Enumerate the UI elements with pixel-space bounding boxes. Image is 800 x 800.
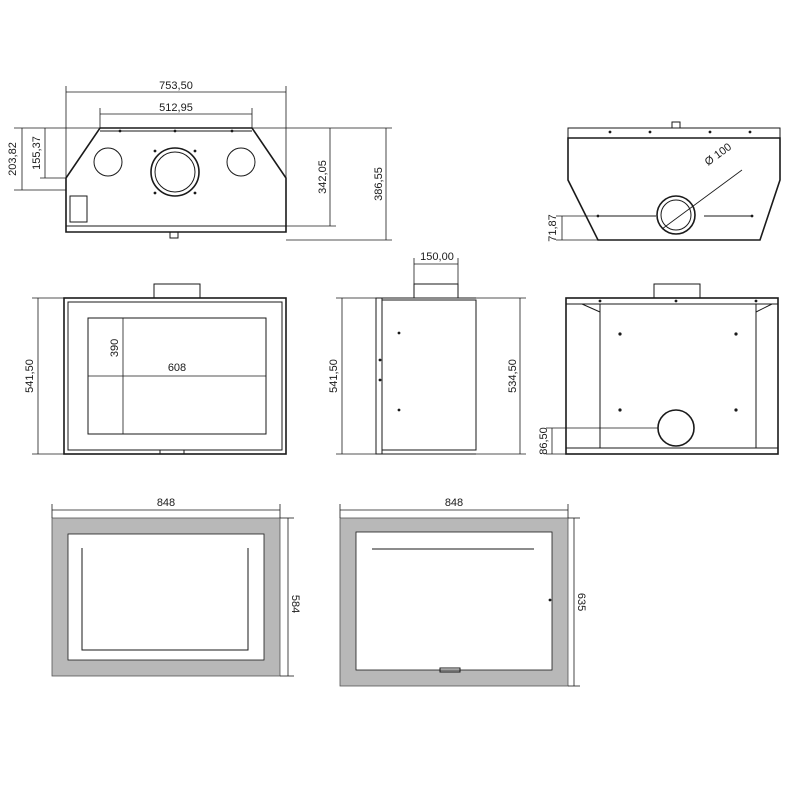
front-view: 608 390 541,50 [24, 283, 287, 455]
top-view-outline [65, 127, 287, 233]
frame-a-view: 848 584 [51, 497, 301, 677]
dim-glass-height: 390 [109, 339, 121, 357]
top-right-tab [671, 121, 681, 129]
screw-dot [118, 129, 122, 133]
top-right-view: Ø 100 71,87 [547, 121, 781, 242]
dim-front-height: 541,50 [24, 359, 36, 393]
side-view: 150,00 541,50 534,50 [328, 251, 526, 455]
left-vent-hole [93, 147, 123, 177]
front-handle [159, 449, 185, 455]
side-flue-collar [413, 283, 459, 299]
front-flue-collar [153, 283, 201, 299]
top-view: 753,50 512,95 203,82 155,37 342,05 386,5… [7, 80, 392, 241]
dim-side-height-left: 541,50 [328, 359, 340, 393]
screw-dot [193, 191, 197, 195]
side-body [381, 299, 477, 451]
dim-side-height-right: 534,50 [507, 359, 519, 393]
back-outer-frame [565, 297, 779, 455]
dim-top-left-inner-height: 155,37 [31, 136, 43, 170]
top-right-lid [567, 127, 781, 139]
top-right-body [567, 137, 781, 241]
dim-frame-b-height: 635 [575, 593, 587, 611]
frame-a-opening [67, 533, 265, 661]
back-flue-collar [653, 283, 701, 299]
right-vent-hole [226, 147, 256, 177]
outlet-pipe-outer [656, 195, 696, 235]
screw-dot [153, 149, 157, 153]
dim-side-flue-width: 150,00 [420, 251, 454, 263]
dim-glass-width: 608 [168, 362, 186, 374]
top-view-foot [169, 231, 179, 239]
dim-top-inner-width: 512,95 [159, 102, 193, 114]
side-front-frame [375, 297, 383, 455]
dim-frame-a-height: 584 [289, 595, 301, 613]
dim-outlet-height: 71,87 [547, 214, 559, 242]
screw-dot [230, 129, 234, 133]
dim-top-right-inner-height: 342,05 [317, 160, 329, 194]
dim-top-total-width: 753,50 [159, 80, 193, 92]
frame-b-opening [355, 531, 553, 671]
screw-dot [193, 149, 197, 153]
dim-top-left-outer-height: 203,82 [7, 142, 19, 176]
screw-dot [153, 191, 157, 195]
dim-frame-b-width: 848 [445, 497, 463, 509]
frame-b-view: 848 635 [339, 497, 587, 687]
dim-top-right-outer-height: 386,55 [373, 167, 385, 201]
frame-b-handle [439, 667, 461, 673]
screw-dot [173, 129, 177, 133]
control-box [69, 195, 88, 223]
back-view: 86,50 [538, 283, 779, 455]
dim-back-outlet-height: 86,50 [538, 427, 550, 455]
back-outlet-hole [657, 409, 695, 447]
main-flue-hole-inner [154, 151, 196, 193]
main-flue-hole-outer [150, 147, 200, 197]
outlet-pipe-inner [660, 199, 692, 231]
dim-frame-a-width: 848 [157, 497, 175, 509]
dim-outlet-diameter: Ø 100 [703, 141, 734, 168]
